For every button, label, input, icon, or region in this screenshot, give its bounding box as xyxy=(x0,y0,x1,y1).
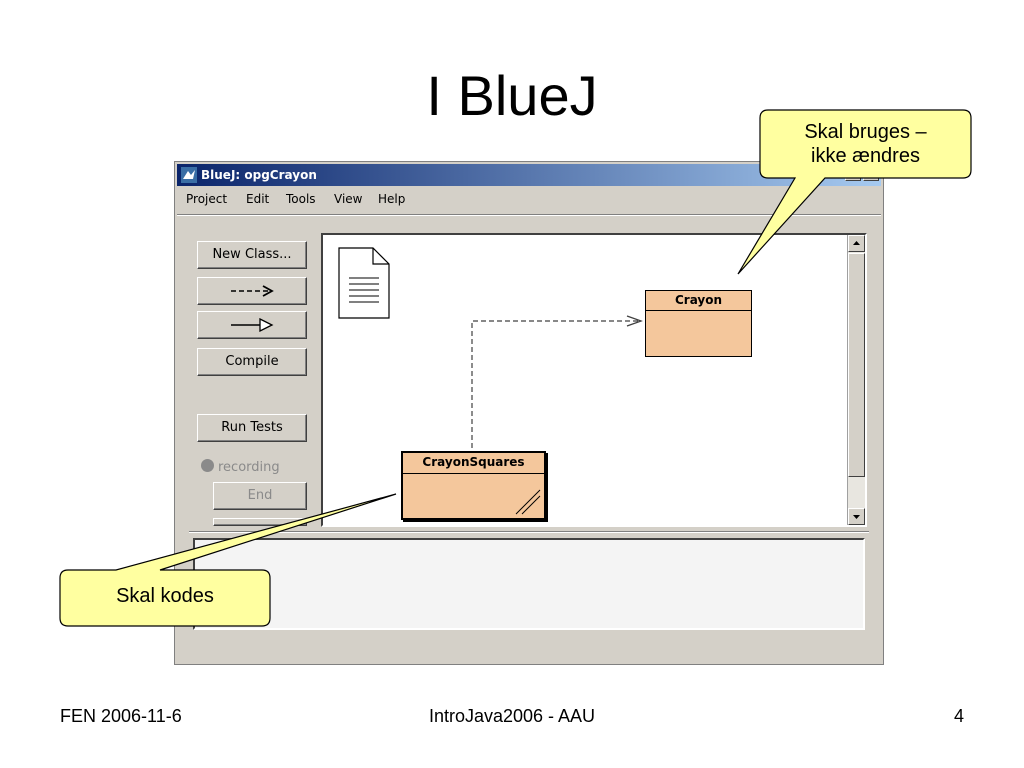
menu-view[interactable]: View xyxy=(334,192,363,206)
page-number: 4 xyxy=(953,706,964,726)
menu-tools[interactable]: Tools xyxy=(286,192,316,206)
menubar-divider xyxy=(177,214,881,216)
class-divider xyxy=(646,310,751,311)
callout-top-right-line2: ikke ændres xyxy=(811,145,920,167)
callout-bottom-left-text: Skal kodes xyxy=(116,585,214,607)
inheritance-arrow-icon xyxy=(231,318,274,332)
scrollbar-thumb[interactable] xyxy=(848,253,865,477)
pane-splitter[interactable] xyxy=(189,531,869,533)
scroll-down-button[interactable] xyxy=(848,508,865,525)
class-name-crayonsquares: CrayonSquares xyxy=(422,455,525,469)
diagram-vertical-scrollbar[interactable] xyxy=(847,235,865,525)
class-crayonsquares[interactable]: CrayonSquares xyxy=(401,451,546,520)
callout-top-right-line1: Skal bruges – xyxy=(804,121,927,143)
slide-title: I BlueJ xyxy=(426,64,598,127)
inheritance-arrow-button[interactable] xyxy=(197,311,307,339)
footer-date: FEN 2006-11-6 xyxy=(60,706,182,726)
bluej-window: BlueJ: opgCrayon Project Edit Tools View… xyxy=(174,161,884,665)
uncompiled-hatch-icon xyxy=(515,489,541,515)
recording-dot-icon xyxy=(201,459,214,472)
readme-document-icon[interactable] xyxy=(337,246,393,320)
menu-edit[interactable]: Edit xyxy=(246,192,270,206)
menu-project[interactable]: Project xyxy=(186,192,228,206)
footer-course: IntroJava2006 - AAU xyxy=(428,706,596,726)
menubar: Project Edit Tools View Help xyxy=(177,188,881,210)
scroll-down-arrow-icon xyxy=(853,515,860,519)
window-title: BlueJ: opgCrayon xyxy=(201,168,317,182)
compile-button[interactable]: Compile xyxy=(197,348,307,376)
menu-help[interactable]: Help xyxy=(378,192,406,206)
callout-top-right xyxy=(737,109,972,275)
class-name-crayon: Crayon xyxy=(674,293,723,307)
scroll-up-button[interactable] xyxy=(848,235,865,252)
class-diagram-canvas[interactable]: Crayon CrayonSquares xyxy=(321,233,867,527)
object-bench[interactable] xyxy=(193,538,865,630)
recording-label: recording xyxy=(218,460,280,475)
recording-indicator: recording xyxy=(201,459,280,475)
callout-top-right-text: Skal bruges – ikke ændres xyxy=(760,120,971,168)
new-class-button[interactable]: New Class... xyxy=(197,241,307,269)
uses-arrow-button[interactable] xyxy=(197,277,307,305)
scroll-up-arrow-icon xyxy=(853,241,860,245)
end-button[interactable]: End xyxy=(213,482,307,510)
callout-bottom-left xyxy=(59,493,397,627)
dashed-arrow-icon xyxy=(231,285,274,297)
bluej-bird-icon xyxy=(181,167,197,183)
class-divider xyxy=(403,473,544,474)
uses-dependency-arrow xyxy=(471,315,643,448)
class-crayon[interactable]: Crayon xyxy=(645,290,752,357)
run-tests-button[interactable]: Run Tests xyxy=(197,414,307,442)
